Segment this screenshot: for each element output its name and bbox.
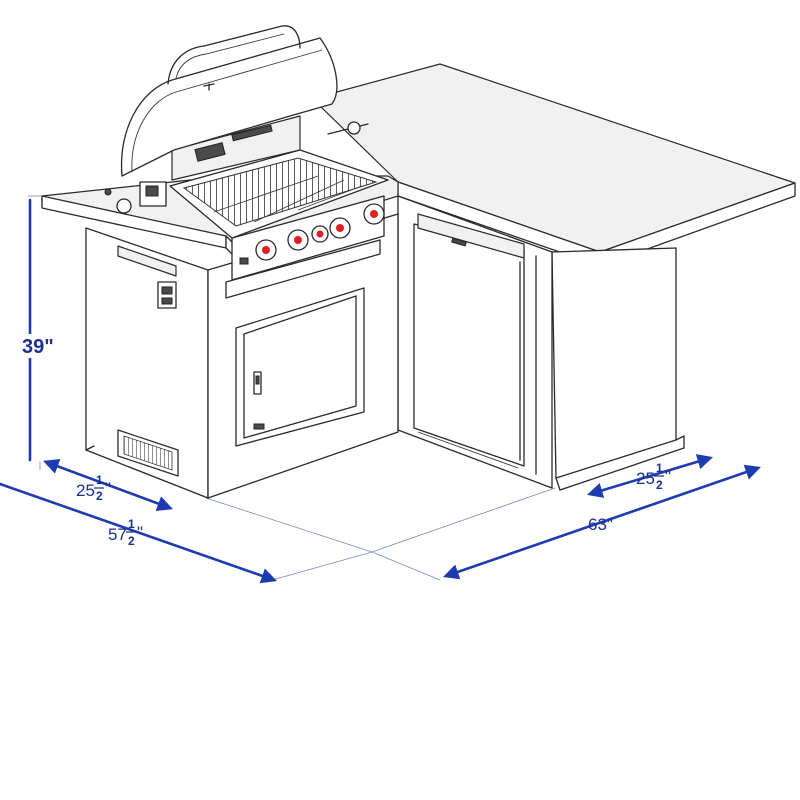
outlet-slot-top — [161, 286, 173, 295]
left-depth-unit: " — [105, 479, 111, 498]
motor-cord-coil — [116, 198, 132, 214]
right-depth-den: 2 — [656, 478, 663, 492]
outlet-slot-bottom — [161, 297, 173, 305]
left-depth-den: 2 — [96, 489, 103, 503]
left-width-den: 2 — [128, 534, 135, 548]
grill-hood — [120, 37, 338, 177]
rotisserie-knob — [347, 121, 361, 135]
dimension-labels: 39" 25 1 2 " 57 1 2 " 25 1 2 " 63" — [18, 334, 671, 548]
igniter-button — [239, 257, 249, 265]
knob-3-indicator — [316, 230, 324, 238]
knob-5-indicator — [370, 210, 378, 218]
grill-head — [104, 25, 389, 299]
knob-4-indicator — [336, 224, 344, 232]
dimension-lines — [0, 195, 761, 584]
fridge-top-vent — [417, 213, 525, 259]
right-width-label: 63" — [588, 515, 613, 534]
control-knobs — [255, 203, 385, 261]
left-width-unit: " — [137, 523, 143, 542]
refrigerator — [397, 195, 553, 489]
base-top-vent — [117, 245, 177, 277]
knob-1-indicator — [262, 246, 270, 254]
hood-handle — [167, 25, 301, 85]
motor-switch — [104, 188, 112, 196]
right-depth-whole: 25 — [636, 469, 655, 488]
left-width-whole: 57 — [108, 525, 127, 544]
left-width-num: 1 — [128, 517, 135, 531]
rotisserie-burner — [194, 142, 226, 162]
floor-guides — [205, 487, 556, 583]
door-latch-slot — [255, 375, 260, 385]
right-width-dimension-line — [443, 464, 761, 580]
right-wing-end-panel — [551, 247, 677, 479]
door-badge — [253, 423, 265, 430]
drip-tray — [225, 239, 381, 299]
back-burner-slot — [231, 124, 273, 142]
right-depth-unit: " — [665, 467, 671, 486]
fridge-door — [413, 223, 525, 467]
left-width-dimension-line — [0, 482, 277, 584]
height-label: 39" — [22, 336, 54, 358]
access-door-panel — [243, 295, 357, 439]
motor-plug — [145, 185, 159, 197]
left-depth-num: 1 — [96, 473, 103, 487]
fridge-badge — [451, 237, 467, 247]
left-depth-dimension-line — [43, 459, 173, 511]
height-label-bg — [18, 334, 68, 358]
knob-2-indicator — [294, 236, 302, 244]
cooking-grates — [182, 157, 378, 227]
left-depth-whole: 25 — [76, 481, 95, 500]
right-depth-num: 1 — [656, 461, 663, 475]
